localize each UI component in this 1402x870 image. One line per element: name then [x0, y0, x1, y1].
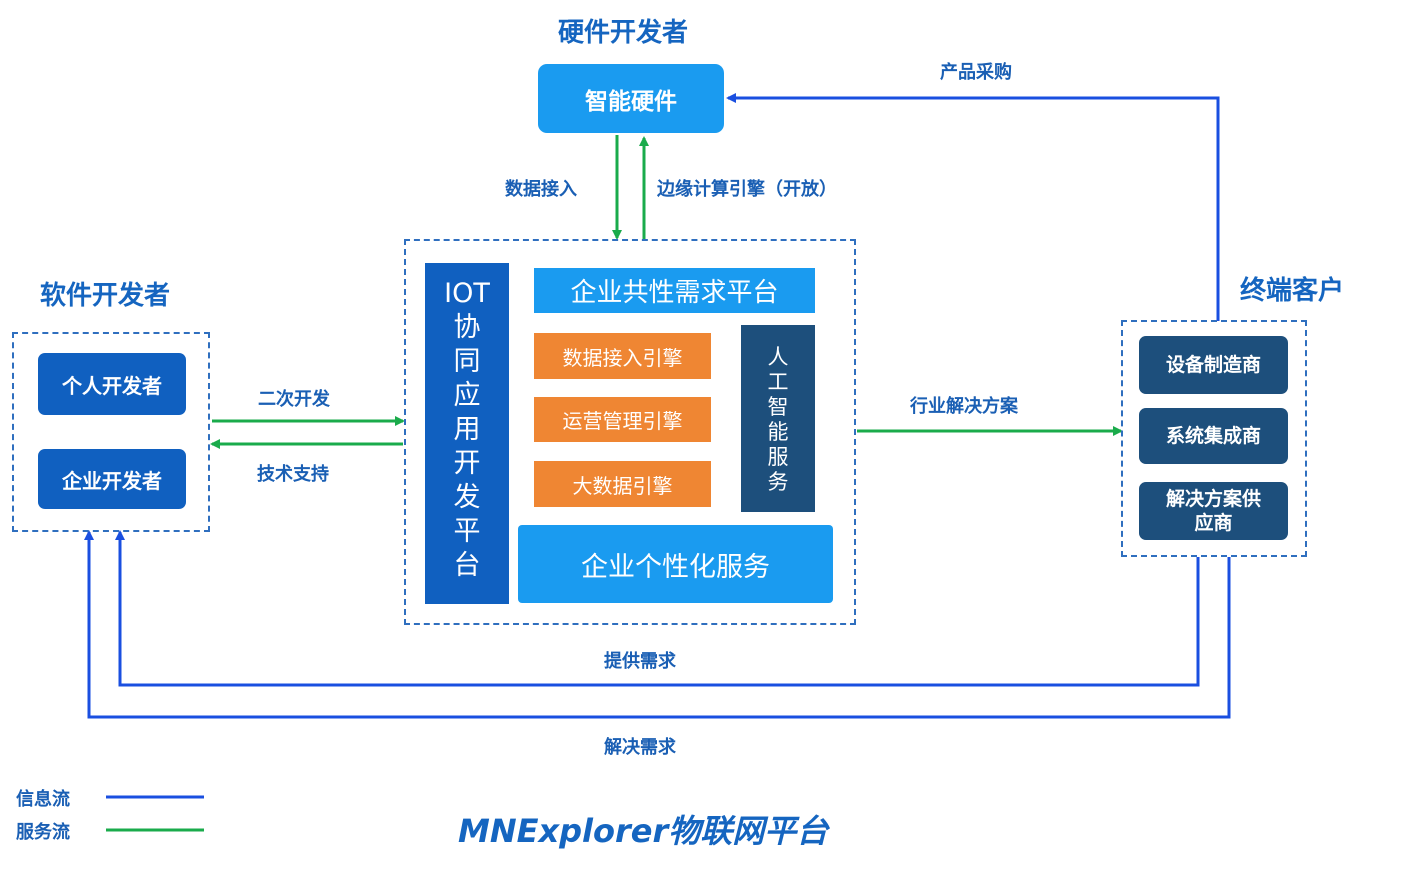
- ai-char: 人: [767, 345, 789, 369]
- iot-collab-platform[interactable]: IOT 协 同 应 用 开 发 平 台: [425, 263, 509, 604]
- edge-compute-label: 边缘计算引擎（开放）: [657, 179, 837, 200]
- solution-provider-line2: 应商: [1194, 512, 1233, 534]
- iot-char: 用: [453, 414, 481, 445]
- operation-mgmt-engine[interactable]: 运营管理引擎: [534, 397, 711, 442]
- ai-char: 能: [767, 420, 789, 444]
- solution-provider-box[interactable]: 解决方案供 应商: [1139, 482, 1288, 540]
- device-maker-box[interactable]: 设备制造商: [1139, 336, 1288, 394]
- personalized-service[interactable]: 企业个性化服务: [518, 525, 833, 603]
- system-integrator-box[interactable]: 系统集成商: [1139, 408, 1288, 464]
- iot-title: IOT: [444, 278, 490, 309]
- platform-name: MNExplorer物联网平台: [458, 812, 829, 850]
- product-purchase-label: 产品采购: [940, 62, 1012, 83]
- product-purchase-arrow: [726, 93, 1220, 321]
- ai-service[interactable]: 人 工 智 能 服 务: [741, 325, 815, 512]
- industry-solution-label: 行业解决方案: [910, 396, 1018, 417]
- iot-char: 协: [453, 312, 481, 343]
- data-access-engine[interactable]: 数据接入引擎: [534, 333, 711, 379]
- legend-info-flow: 信息流: [16, 789, 70, 810]
- iot-char: 同: [453, 346, 481, 377]
- big-data-engine[interactable]: 大数据引擎: [534, 461, 711, 507]
- provide-needs-label: 提供需求: [604, 651, 676, 672]
- data-access-label: 数据接入: [505, 179, 577, 200]
- iot-char: 发: [453, 482, 481, 513]
- smart-hardware-box[interactable]: 智能硬件: [538, 64, 724, 133]
- ai-char: 工: [767, 370, 789, 394]
- personal-developer-box[interactable]: 个人开发者: [38, 353, 186, 415]
- solve-needs-label: 解决需求: [604, 737, 676, 758]
- ai-char: 服: [767, 445, 789, 469]
- iot-char: 平: [453, 516, 481, 547]
- iot-char: 开: [453, 448, 481, 479]
- hardware-dev-title: 硬件开发者: [558, 18, 689, 48]
- iot-char: 应: [453, 380, 481, 411]
- iot-platform-group: [404, 239, 856, 625]
- iot-char: 台: [453, 550, 481, 581]
- ai-char: 务: [767, 470, 789, 494]
- end-customer-title: 终端客户: [1240, 276, 1345, 306]
- common-needs-platform[interactable]: 企业共性需求平台: [534, 268, 815, 313]
- ai-char: 智: [767, 395, 789, 419]
- solve-needs-arrow: [84, 530, 1231, 719]
- tech-support-label: 技术支持: [257, 464, 329, 485]
- enterprise-developer-box[interactable]: 企业开发者: [38, 449, 186, 509]
- legend-service-flow: 服务流: [16, 822, 70, 843]
- secondary-dev-label: 二次开发: [258, 389, 330, 410]
- end-customer-group: [1121, 320, 1307, 557]
- solution-provider-line1: 解决方案供: [1165, 488, 1261, 510]
- software-dev-group: [12, 332, 210, 532]
- software-dev-title: 软件开发者: [40, 281, 171, 311]
- provide-needs-arrow: [115, 530, 1200, 687]
